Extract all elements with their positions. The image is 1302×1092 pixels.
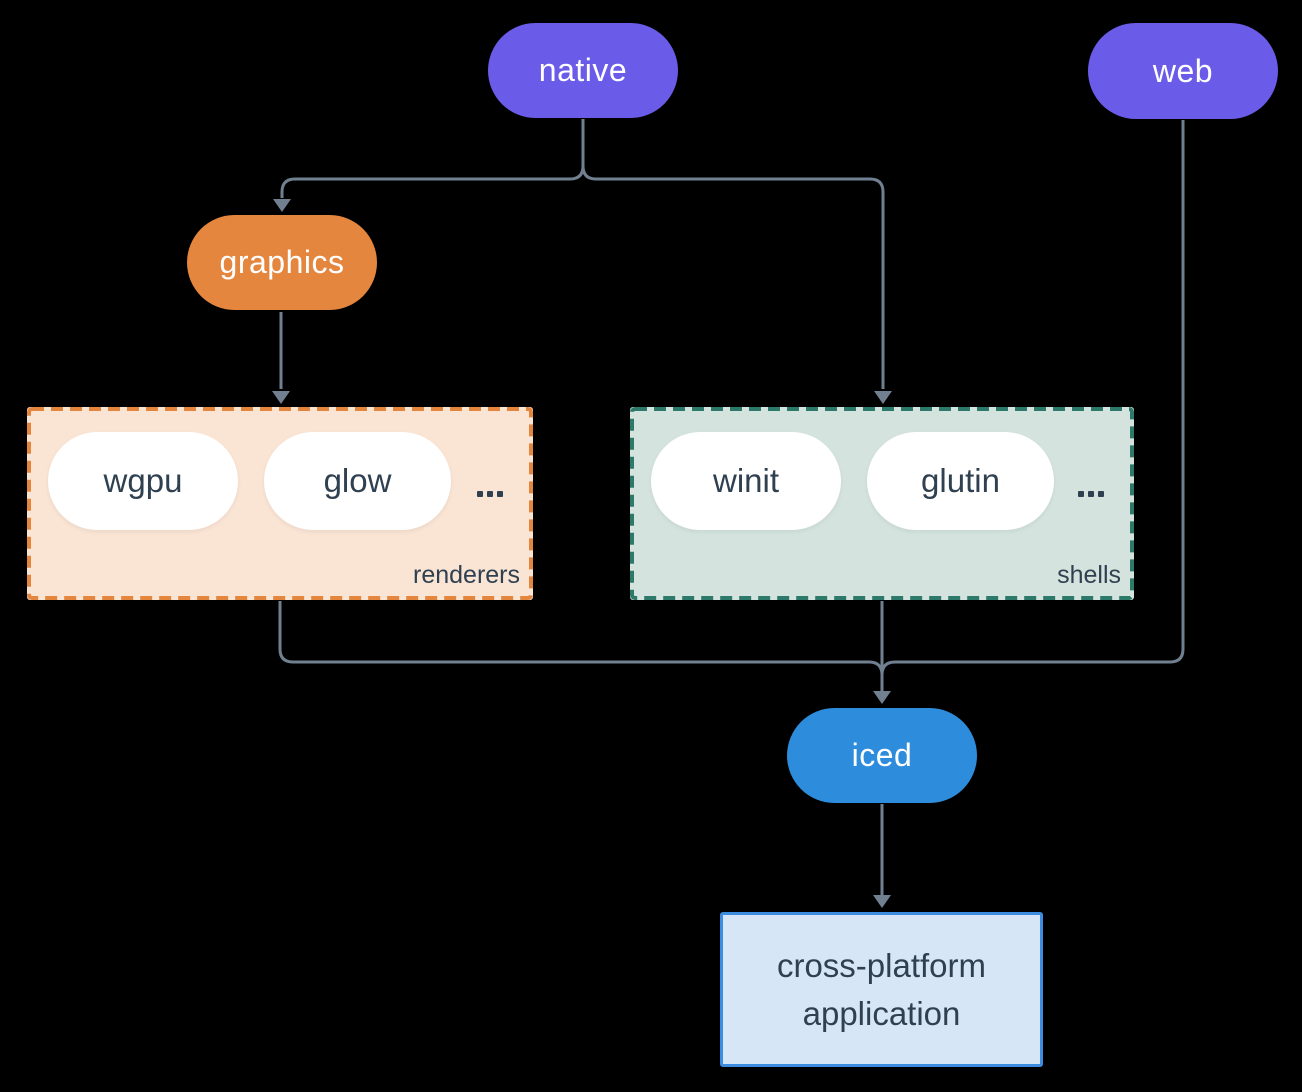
pill-winit-label: winit xyxy=(712,462,780,499)
node-cross-platform-application: cross-platform application xyxy=(720,912,1043,1067)
node-web: web xyxy=(1088,23,1278,119)
shells-dashed-border xyxy=(630,407,1134,600)
node-iced-label: iced xyxy=(851,737,913,773)
shells-ellipsis xyxy=(1078,491,1104,497)
arrowhead-shells xyxy=(874,391,892,404)
shells-group-label: shells xyxy=(1057,561,1121,589)
renderers-dashed-border xyxy=(27,407,533,600)
edge-native-to-shells xyxy=(581,165,885,389)
edge-native-to-graphics xyxy=(280,165,585,198)
pill-wgpu: wgpu xyxy=(48,432,238,530)
node-web-label: web xyxy=(1152,52,1214,89)
node-iced: iced xyxy=(787,708,977,803)
pill-glow: glow xyxy=(264,432,451,530)
pill-wgpu-label: wgpu xyxy=(103,462,183,499)
renderers-group-label: renderers xyxy=(413,561,520,589)
application-label-line2: application xyxy=(802,994,961,1032)
pill-glutin: glutin xyxy=(867,432,1054,530)
arrowhead-graphics xyxy=(273,199,291,212)
group-shells: winit glutin shells xyxy=(630,407,1134,600)
renderers-ellipsis xyxy=(477,491,503,497)
node-graphics-label: graphics xyxy=(219,244,345,280)
pill-winit: winit xyxy=(651,432,841,530)
node-native-label: native xyxy=(538,52,628,88)
arrowhead-iced xyxy=(873,691,891,704)
arrowhead-renderers xyxy=(272,391,290,404)
node-graphics: graphics xyxy=(187,215,377,310)
group-renderers: wgpu glow renderers xyxy=(27,407,533,600)
node-native: native xyxy=(488,23,678,118)
edge-renderers-to-iced xyxy=(278,601,884,676)
pill-glutin-label: glutin xyxy=(921,462,1000,499)
application-label-line1: cross-platform xyxy=(776,946,987,984)
pill-glow-label: glow xyxy=(323,462,392,499)
arrowhead-application xyxy=(873,895,891,908)
